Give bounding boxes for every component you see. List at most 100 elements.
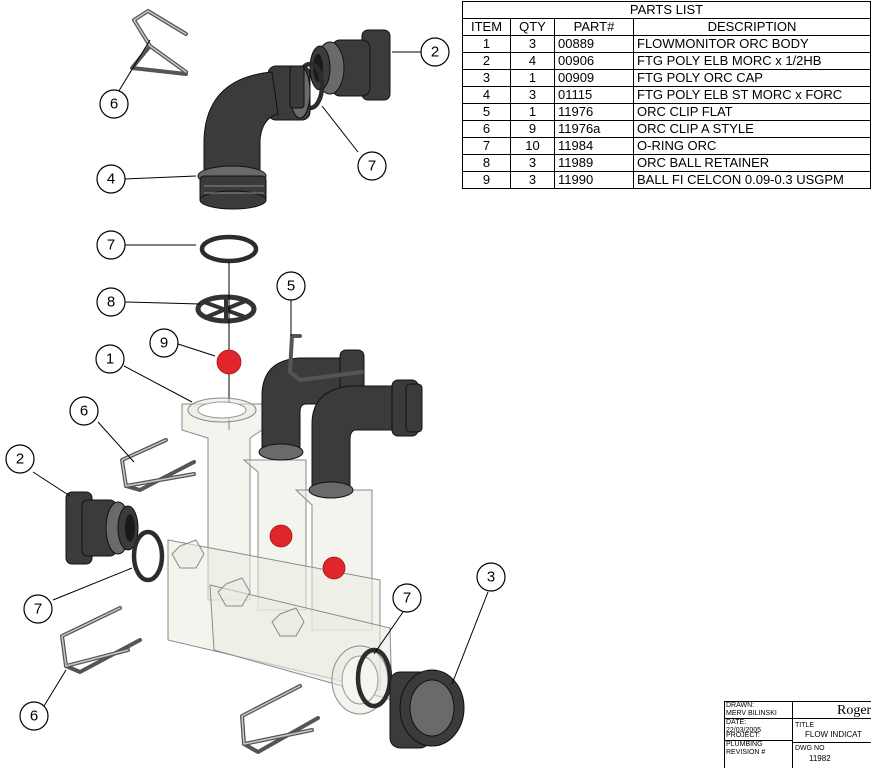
orc-cap [389, 669, 465, 749]
parts-list-title: PARTS LIST [462, 1, 871, 19]
parts-number: 01115 [554, 86, 634, 104]
parts-number: 11976a [554, 120, 634, 138]
parts-item: 1 [462, 35, 511, 53]
callout-4: 4 [96, 164, 126, 194]
parts-description: ORC CLIP A STYLE [633, 120, 871, 138]
callout-9: 9 [149, 328, 179, 358]
svg-text:6: 6 [80, 403, 88, 420]
callout-6-middle: 6 [69, 396, 99, 426]
parts-number: 11989 [554, 154, 634, 172]
svg-text:2: 2 [16, 451, 24, 468]
callout-1: 1 [95, 344, 125, 374]
revision-label: REVISION # [726, 749, 766, 756]
ball-low [322, 556, 346, 580]
parts-description: BALL FI CELCON 0.09-0.3 USGPM [633, 171, 871, 189]
o-ring-left [131, 529, 165, 583]
clip-a-style-middle [120, 438, 196, 492]
parts-qty: 3 [510, 154, 555, 172]
ball-retainer [195, 294, 257, 324]
ball-top [216, 349, 242, 375]
title-block-left: DRAWN: MERV BILINSKI DATE: 22/03/2005 PR… [724, 701, 793, 768]
date-label: DATE: [726, 719, 747, 726]
title-block: DRAWN: MERV BILINSKI DATE: 22/03/2005 PR… [724, 701, 871, 768]
date-value: 22/03/2005 [726, 727, 762, 734]
parts-item: 9 [462, 171, 511, 189]
header-description: DESCRIPTION [633, 18, 871, 36]
body-elbows [258, 349, 423, 499]
parts-qty: 1 [510, 69, 555, 87]
parts-item: 3 [462, 69, 511, 87]
callout-2-top: 2 [420, 37, 450, 67]
parts-number: 00909 [554, 69, 634, 87]
svg-text:9: 9 [160, 335, 168, 352]
parts-item: 8 [462, 154, 511, 172]
header-part: PART# [554, 18, 634, 36]
elbow-street-fitting [197, 65, 311, 210]
company-name: Roger [837, 703, 871, 718]
parts-qty: 3 [510, 86, 555, 104]
parts-item: 7 [462, 137, 511, 155]
o-ring-right [355, 647, 393, 709]
parts-qty: 3 [510, 171, 555, 189]
header-qty: QTY [510, 18, 555, 36]
callout-7-right: 7 [392, 583, 422, 613]
svg-text:7: 7 [34, 601, 42, 618]
parts-number: 11984 [554, 137, 634, 155]
parts-item: 6 [462, 120, 511, 138]
callout-8: 8 [96, 287, 126, 317]
drawn-value: MERV BILINSKI [725, 710, 793, 719]
svg-text:7: 7 [403, 590, 411, 607]
parts-qty: 10 [510, 137, 555, 155]
elbow-hose-barb-left [65, 491, 139, 565]
parts-item: 4 [462, 86, 511, 104]
parts-qty: 1 [510, 103, 555, 121]
dwg-value: 11982 [809, 754, 831, 763]
svg-text:2: 2 [431, 44, 439, 61]
parts-number: 00889 [554, 35, 634, 53]
clip-a-style-bottom [240, 684, 320, 754]
svg-text:7: 7 [107, 237, 115, 254]
parts-item: 5 [462, 103, 511, 121]
svg-text:7: 7 [368, 158, 376, 175]
svg-text:6: 6 [30, 708, 38, 725]
dwg-label: DWG NO [795, 745, 825, 752]
parts-qty: 4 [510, 52, 555, 70]
parts-item: 2 [462, 52, 511, 70]
header-item: ITEM [462, 18, 511, 36]
callout-7-left: 7 [23, 594, 53, 624]
svg-text:1: 1 [106, 351, 114, 368]
clip-a-style-top [130, 9, 188, 76]
project-value: PLUMBING [726, 741, 763, 748]
svg-text:8: 8 [107, 294, 115, 311]
drawn-label: DRAWN: [726, 702, 755, 709]
project-label: PROJECT: [725, 732, 793, 741]
title-block-right: Roger TITLE FLOW INDICAT DWG NO 11982 [792, 701, 871, 768]
parts-description: ORC BALL RETAINER [633, 154, 871, 172]
parts-number: 11990 [554, 171, 634, 189]
callout-7-middle: 7 [96, 230, 126, 260]
callout-7-top: 7 [357, 151, 387, 181]
parts-number: 11976 [554, 103, 634, 121]
parts-qty: 3 [510, 35, 555, 53]
clip-a-style-bottom-left [60, 606, 142, 674]
parts-description: FTG POLY ELB ST MORC x FORC [633, 86, 871, 104]
title-value: FLOW INDICAT [805, 730, 862, 739]
o-ring-middle [199, 234, 259, 264]
svg-text:4: 4 [107, 171, 115, 188]
callout-2-left: 2 [5, 444, 35, 474]
body-hex-nuts [171, 539, 305, 637]
ball-mid [269, 524, 293, 548]
callout-6-bottom: 6 [19, 701, 49, 731]
parts-description: FTG POLY ELB MORC x 1/2HB [633, 52, 871, 70]
